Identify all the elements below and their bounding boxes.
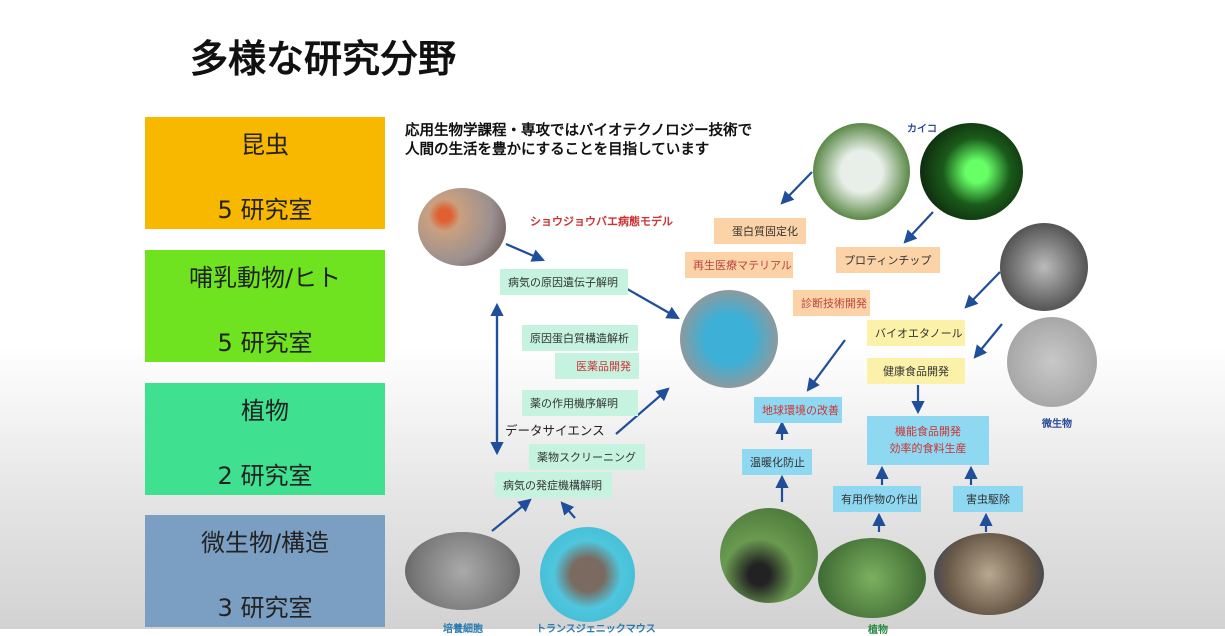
- category-mammals: 哺乳動物/ヒト 5 研究室: [145, 250, 385, 362]
- transgenic-mouse-label: トランスジェニックマウス: [536, 624, 656, 635]
- yeast-photo: [1007, 317, 1097, 407]
- cultured-cells-photo: [405, 532, 520, 610]
- box-disease-onset: 病気の発症機構解明: [495, 472, 612, 498]
- box-protein-structure: 原因蛋白質構造解析: [522, 325, 638, 351]
- box-bioethanol: バイオエタノール: [867, 320, 965, 346]
- intro-text: 応用生物学課程・専攻ではバイオテクノロジー技術で人間の生活を豊かにすることを目指…: [405, 122, 752, 160]
- category-name: 昆虫: [241, 131, 289, 159]
- category-count: 5 研究室: [217, 329, 313, 357]
- fruit-fly-photo: [418, 188, 506, 266]
- box-pest-control: 害虫駆除: [953, 486, 1023, 512]
- category-microbes: 微生物/構造 3 研究室: [145, 515, 385, 627]
- box-protein-chip: プロティンチップ: [836, 247, 940, 273]
- pest-photo: [934, 533, 1044, 615]
- category-insects: 昆虫 5 研究室: [145, 117, 385, 229]
- box-drug-mechanism: 薬の作用機序解明: [522, 390, 638, 416]
- box-warming-prevention: 温暖化防止: [742, 449, 812, 475]
- category-plants: 植物 2 研究室: [145, 383, 385, 495]
- box-environment: 地球環境の改善: [754, 397, 842, 423]
- category-count: 3 研究室: [217, 594, 313, 622]
- box-protein-immobilization: 蛋白質固定化: [714, 218, 806, 244]
- bacteria-photo: [1000, 223, 1088, 311]
- mouse-photo: [540, 527, 635, 622]
- box-drug-screening: 薬物スクリーニング: [529, 444, 645, 470]
- functional-food-line: 効率的食料生産: [889, 442, 967, 455]
- category-name: 哺乳動物/ヒト: [188, 264, 342, 292]
- box-useful-crops: 有用作物の作出: [833, 486, 921, 512]
- intro-line: 応用生物学課程・専攻ではバイオテクノロジー技術で: [405, 123, 753, 139]
- category-count: 5 研究室: [217, 196, 313, 224]
- silkworm-photo: [813, 123, 910, 220]
- box-disease-gene: 病気の原因遺伝子解明: [500, 269, 628, 295]
- plant-leaves-photo: [818, 538, 926, 618]
- box-health-food: 健康食品開発: [867, 358, 965, 384]
- box-regenerative-material: 再生医療マテリアル: [685, 252, 793, 278]
- protein-structure-image: [680, 290, 778, 388]
- box-functional-food: 機能食品開発効率的食料生産: [867, 416, 989, 465]
- mulberry-photo: [720, 508, 818, 603]
- cultured-cells-label: 培養細胞: [443, 624, 483, 635]
- microbe-label: 微生物: [1042, 419, 1072, 430]
- category-name: 微生物/構造: [200, 529, 330, 557]
- glowing-silkworm-photo: [920, 123, 1023, 220]
- data-science-label: データサイエンス: [505, 423, 605, 438]
- page-title: 多様な研究分野: [190, 37, 457, 81]
- intro-line: 人間の生活を豊かにすることを目指しています: [405, 142, 710, 158]
- silkworm-label: カイコ: [907, 124, 937, 135]
- functional-food-line: 機能食品開発: [895, 425, 961, 438]
- box-drug-development: 医薬品開発: [555, 353, 639, 379]
- box-diagnostic-tech: 診断技術開発: [793, 290, 870, 316]
- category-name: 植物: [241, 397, 289, 425]
- fly-model-label: ショウジョウバエ病態モデル: [530, 215, 673, 228]
- category-count: 2 研究室: [217, 462, 313, 490]
